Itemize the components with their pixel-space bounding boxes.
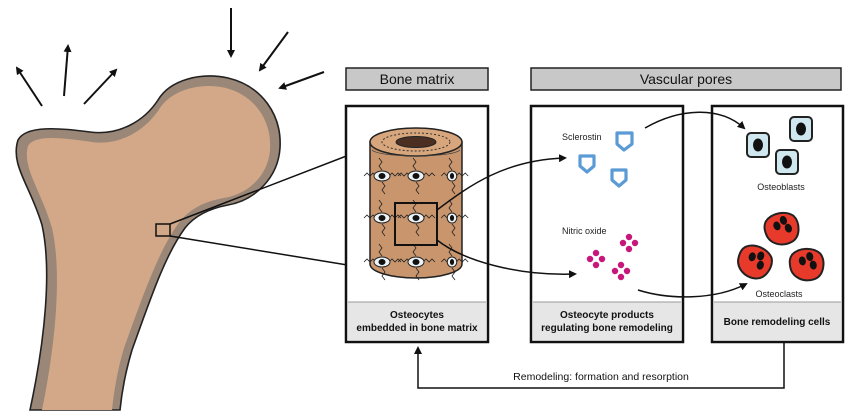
- caption-products-line2: regulating bone remodeling: [541, 323, 673, 334]
- osteocyte-cell: [397, 157, 436, 195]
- zoom-line-top: [169, 149, 363, 225]
- bone-cylinder: [363, 127, 469, 281]
- label-sclerostin: Sclerostin: [562, 132, 602, 142]
- panel-remodeling-cells: Bone remodeling cells Osteoblasts: [710, 104, 845, 344]
- caption-products-line1: Osteocyte products: [560, 310, 654, 321]
- sclerostin-molecule: [615, 131, 634, 152]
- label-osteoblasts: Osteoblasts: [757, 182, 805, 192]
- caption-osteocytes-line2: embedded in bone matrix: [356, 323, 478, 334]
- header-bone-matrix: Bone matrix: [345, 67, 489, 91]
- caption-osteocytes-line1: Osteocytes: [390, 310, 444, 321]
- haversian-canal: [395, 136, 437, 148]
- nitric-oxide-molecule: [611, 261, 631, 281]
- load-arrow-6: [278, 71, 325, 90]
- zoom-line-bottom: [169, 235, 379, 271]
- load-arrows: [15, 8, 325, 107]
- sclerostin-molecules: [578, 131, 634, 188]
- osteoclast-cell: [763, 211, 800, 246]
- remodeling-feedback-loop: Remodeling: formation and resorption: [414, 342, 785, 389]
- load-arrow-2: [63, 44, 72, 97]
- load-arrow-3: [83, 68, 118, 105]
- load-arrow-1: [15, 66, 43, 107]
- feedback-label: Remodeling: formation and resorption: [513, 371, 689, 383]
- osteoclast-cell: [737, 244, 773, 280]
- zoom-lines: [169, 149, 379, 271]
- osteocyte-cell: [440, 199, 469, 237]
- osteocyte-cell: [397, 243, 436, 281]
- osteoblast-cells: [746, 116, 813, 175]
- osteocyte-cell: [363, 243, 402, 281]
- osteoclast-cell: [788, 247, 825, 282]
- arrow-osteocyte-to-nitric-oxide: [436, 239, 577, 279]
- panel-osteocyte-products: Osteocyte products regulating bone remod…: [529, 104, 685, 344]
- osteocyte-cell: [440, 157, 469, 195]
- femur-inset-marker: [155, 223, 171, 237]
- osteoblast-cell: [775, 149, 799, 175]
- osteocyte-cells: [363, 157, 469, 281]
- nitric-oxide-molecules: [586, 233, 639, 281]
- sclerostin-molecule: [578, 154, 596, 174]
- osteoblast-cell: [746, 132, 770, 158]
- flow-arrows: [436, 111, 748, 298]
- osteoclast-cells: [737, 211, 825, 282]
- label-osteoclasts: Osteoclasts: [755, 289, 803, 299]
- feedback-arrow: [414, 342, 785, 389]
- nitric-oxide-molecule: [586, 249, 606, 269]
- femur-bone: [15, 75, 281, 411]
- osteocyte-cell: [363, 157, 402, 195]
- header-vascular-pores-text: Vascular pores: [640, 71, 732, 87]
- osteocyte-cell: [440, 243, 469, 281]
- arrow-sclerostin-to-osteoblasts: [644, 111, 746, 130]
- caption-cells: Bone remodeling cells: [724, 317, 831, 328]
- nitric-oxide-molecule: [619, 233, 639, 253]
- arrow-nitric-oxide-to-osteoclasts: [637, 283, 748, 298]
- arrow-osteocyte-to-sclerostin: [436, 154, 567, 211]
- header-bone-matrix-text: Bone matrix: [380, 71, 455, 87]
- panel-osteocytes: Osteocytes embedded in bone matrix: [344, 104, 490, 344]
- femur-surface: [26, 86, 271, 410]
- osteocyte-cell: [397, 199, 436, 237]
- sclerostin-molecule: [610, 168, 628, 188]
- label-nitric-oxide: Nitric oxide: [562, 226, 607, 236]
- load-arrow-5: [258, 31, 289, 72]
- header-vascular-pores: Vascular pores: [530, 67, 842, 91]
- osteocyte-zoom-box: [394, 202, 438, 246]
- osteoblast-cell: [789, 116, 813, 142]
